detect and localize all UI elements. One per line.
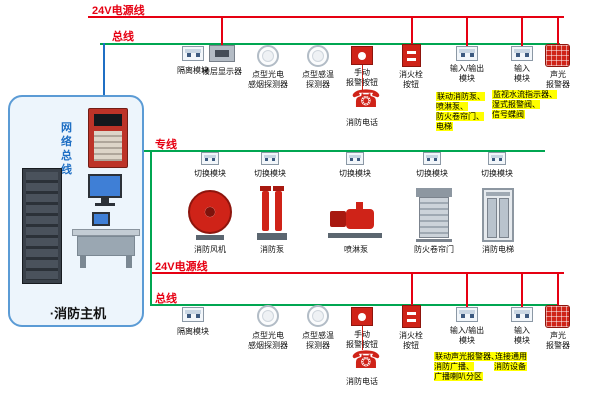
- host-title: ·消防主机: [49, 306, 107, 321]
- isolation-module-top: [182, 46, 204, 61]
- phone-wire-bottom: [362, 326, 363, 350]
- host-panel: 网络总线 ·消防主机: [8, 95, 144, 327]
- sprinkler-pump-graphic: [328, 202, 384, 238]
- heat-detector-bottom-label: 点型感温 探测器: [302, 331, 334, 350]
- monitor-graphic: [88, 174, 122, 198]
- bus-riser-line: [150, 150, 152, 306]
- power-line-top-label: 24V电源线: [92, 5, 145, 17]
- smoke-detector-top-label: 点型光电 感烟探测器: [248, 70, 288, 89]
- bus-line-bottom: [150, 304, 558, 306]
- io-module-top-note: 联动消防泵、 喷淋泵、 防火卷帘门、 电梯: [436, 92, 485, 131]
- input-module-bottom: [511, 307, 533, 322]
- isolation-module-top-label: 隔离模块: [177, 66, 209, 75]
- input-module-top-note: 监视水流指示器、 湿式报警阀、 信号蝶阀: [492, 90, 557, 119]
- sprinkler-pump-label: 喷淋泵: [344, 245, 368, 254]
- elevator-graphic: [482, 188, 514, 242]
- elevator-label: 消防电梯: [482, 245, 514, 254]
- power-drop: [521, 16, 523, 46]
- sound-light-alarm-top: [545, 44, 570, 67]
- isolation-module-bottom: [182, 307, 204, 322]
- input-module-top: [511, 46, 533, 61]
- roller-shutter-graphic: [416, 188, 452, 242]
- smoke-detector-bottom-label: 点型光电 感烟探测器: [248, 331, 288, 350]
- smoke-detector-top: [257, 45, 279, 67]
- power-drop: [411, 16, 413, 44]
- host-connection-line: [103, 43, 105, 108]
- operator-console-graphic: [72, 212, 140, 270]
- fire-pump-label: 消防泵: [260, 245, 284, 254]
- manual-call-point-top: [351, 46, 373, 65]
- manual-call-point-bottom-label: 手动 报警按钮: [346, 330, 378, 349]
- power-line-top: [88, 16, 564, 18]
- bus-line-top-label: 总线: [112, 31, 134, 43]
- io-module-bottom: [456, 307, 478, 322]
- io-module-top: [456, 46, 478, 61]
- monitor-stand: [101, 198, 109, 203]
- sound-light-alarm-bottom-label: 声光 报警器: [546, 331, 570, 350]
- roller-shutter-label: 防火卷帘门: [414, 245, 454, 254]
- power-drop: [557, 272, 559, 305]
- heat-detector-top: [307, 45, 329, 67]
- switch-module-5-label: 切换模块: [481, 169, 513, 178]
- isolation-module-bottom-label: 隔离模块: [177, 327, 209, 336]
- sound-light-alarm-top-label: 声光 报警器: [546, 70, 570, 89]
- heat-detector-top-label: 点型感温 探测器: [302, 70, 334, 89]
- hydrant-button-bottom: [402, 305, 421, 328]
- fire-fan-graphic: [188, 190, 232, 240]
- input-module-bottom-label: 输入 模块: [514, 326, 530, 345]
- switch-module-4-label: 切换模块: [416, 169, 448, 178]
- input-module-bottom-note: 连接通用 消防设备: [494, 352, 527, 371]
- power-drop: [411, 272, 413, 305]
- power-drop: [221, 16, 223, 45]
- hydrant-button-top-label: 消火栓 按钮: [399, 70, 423, 89]
- equipment-rack-graphic: [22, 168, 62, 284]
- floor-display-top-label: 楼层显示器: [202, 67, 242, 76]
- hydrant-button-top: [402, 44, 421, 67]
- fire-control-panel-graphic: [88, 108, 128, 168]
- switch-module-3: [346, 152, 364, 165]
- fire-phone-icon-top: ☎: [351, 86, 381, 113]
- power-drop: [521, 272, 523, 307]
- fire-phone-bottom-label: 消防电话: [346, 377, 378, 386]
- monitor-base: [95, 203, 115, 206]
- heat-detector-bottom: [307, 305, 329, 327]
- power-line-bottom-label: 24V电源线: [155, 261, 208, 273]
- power-drop: [466, 272, 468, 307]
- power-line-bottom: [152, 272, 564, 274]
- switch-module-2: [261, 152, 279, 165]
- fire-phone-top-label: 消防电话: [346, 118, 378, 127]
- switch-module-1: [201, 152, 219, 165]
- power-drop: [557, 16, 559, 44]
- sound-light-alarm-bottom: [545, 305, 570, 328]
- facp-keypad: [94, 131, 122, 161]
- dedicated-line-label: 专线: [155, 139, 177, 151]
- fire-phone-icon-bottom: ☎: [351, 347, 381, 374]
- smoke-detector-bottom: [257, 305, 279, 327]
- bus-line-bottom-label: 总线: [155, 293, 177, 305]
- io-module-bottom-label: 输入/输出 模块: [449, 326, 485, 345]
- manual-call-point-top-label: 手动 报警按钮: [346, 68, 378, 87]
- manual-call-point-bottom: [351, 307, 373, 326]
- power-drop: [466, 16, 468, 46]
- switch-module-1-label: 切换模块: [194, 169, 226, 178]
- phone-wire-top: [362, 65, 363, 92]
- bus-line-top: [100, 43, 560, 45]
- fire-pump-graphic: [255, 184, 289, 240]
- fire-fan-label: 消防风机: [194, 245, 226, 254]
- switch-module-4: [423, 152, 441, 165]
- switch-module-5: [488, 152, 506, 165]
- switch-module-3-label: 切换模块: [339, 169, 371, 178]
- floor-display-top: [209, 45, 235, 62]
- io-module-top-label: 输入/输出 模块: [449, 64, 485, 83]
- switch-module-2-label: 切换模块: [254, 169, 286, 178]
- network-bus-label: 网络总线: [61, 122, 72, 176]
- input-module-top-label: 输入 模块: [514, 64, 530, 83]
- hydrant-button-bottom-label: 消火栓 按钮: [399, 331, 423, 350]
- io-module-bottom-note: 联动声光报警器、 消防广播、 广播喇叭分区: [434, 352, 499, 381]
- facp-display: [94, 114, 122, 126]
- dedicated-line: [143, 150, 545, 152]
